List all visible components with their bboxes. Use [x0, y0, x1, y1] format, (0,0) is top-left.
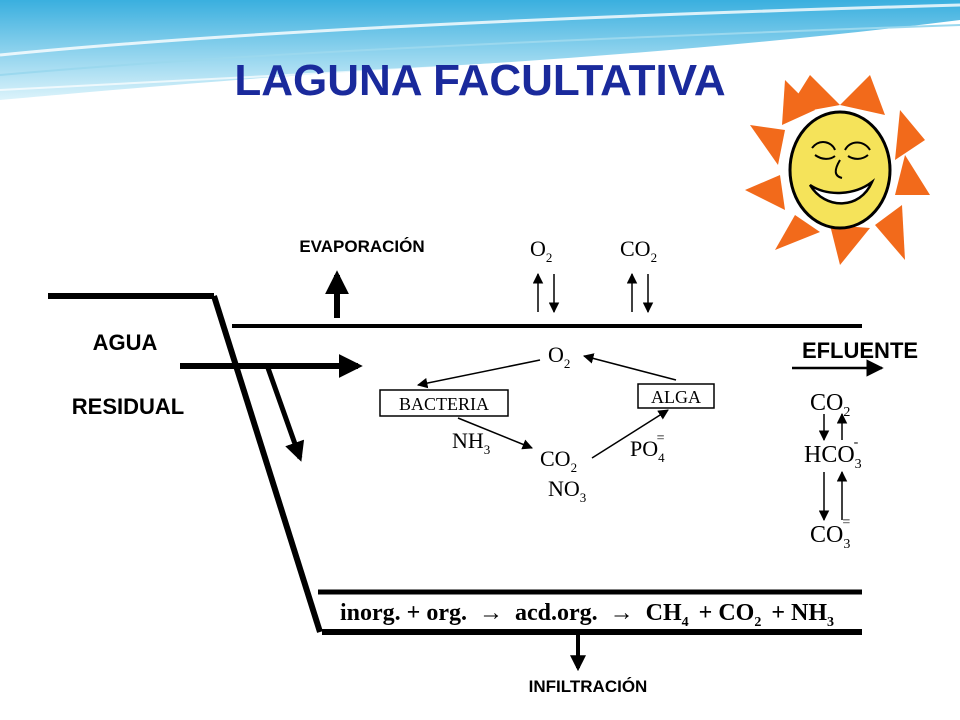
surface-o2: O2: [530, 236, 552, 265]
eq-nh: + NH: [771, 600, 827, 626]
surface-co2: CO2: [620, 236, 657, 265]
sun-icon: [745, 75, 930, 265]
svg-text:O2: O2: [530, 236, 552, 265]
influent-label-line2: RESIDUAL: [72, 394, 184, 419]
eq-ch: CH: [646, 600, 682, 626]
influent-label-line1: AGUA: [93, 330, 158, 355]
eq-reactants: inorg. + org.: [340, 600, 467, 626]
settling-arrow: [265, 367, 305, 462]
carbonate-hco3: HCO3-: [804, 435, 862, 472]
cycle-po4: PO4=: [630, 431, 665, 465]
carbonate-co2: CO2: [810, 390, 850, 420]
cycle-nh3: NH3: [452, 428, 490, 457]
lagoon-structure: [48, 293, 862, 635]
bacteria-label: BACTERIA: [399, 394, 489, 414]
infiltration-label: INFILTRACIÓN: [529, 677, 648, 696]
alga-box: [637, 383, 715, 409]
eq-arrow-2: →: [610, 600, 634, 626]
svg-text:CO2: CO2: [620, 236, 657, 265]
carbonate-co3: CO3=: [810, 515, 850, 552]
cycle-diagram: O2 BACTERIA ALGA NH3 CO2 PO4= NO3: [379, 342, 715, 505]
alga-label: ALGA: [651, 387, 701, 407]
effluent-label: EFLUENTE: [802, 338, 918, 363]
sediment-equation: inorg. + org. → acd.org. → CH4 + CO2 + N…: [340, 600, 834, 632]
gas-exchange-arrows: [532, 272, 654, 314]
eq-intermediate: acd.org.: [515, 600, 598, 626]
carbonate-arrows: [818, 412, 848, 522]
cycle-o2: O2: [548, 342, 570, 371]
evaporation-label: EVAPORACIÓN: [299, 237, 424, 256]
svg-text:inorg. + org. → ac: inorg. + org. → acd.org. → CH4 + CO2 + N…: [340, 600, 834, 632]
eq-co: + CO: [699, 600, 755, 626]
cycle-co2: CO2: [540, 446, 577, 475]
cycle-arrows: [416, 353, 677, 459]
header-swoosh: [0, 0, 960, 100]
page-title: LAGUNA FACULTATIVA: [234, 56, 725, 105]
carbonate-system: CO2 HCO3- CO3=: [804, 390, 862, 552]
bacteria-box: [379, 389, 509, 417]
cycle-no3: NO3: [548, 476, 586, 505]
eq-arrow-1: →: [479, 600, 503, 626]
